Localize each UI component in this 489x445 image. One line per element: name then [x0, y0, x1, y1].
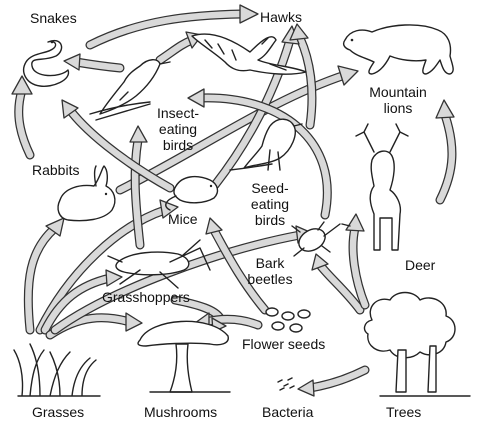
head-mice-from-seeds [205, 217, 223, 235]
head-insect-birds-from-grasshoppers [129, 125, 148, 143]
head-snakes-from-rabbits [11, 75, 33, 95]
head-lions-from-rabbits [337, 65, 359, 86]
head-mushrooms-from-grasses [125, 312, 143, 332]
snake-icon [22, 39, 70, 87]
insect-eating-bird-icon [89, 59, 171, 121]
label-snakes: Snakes [30, 10, 77, 26]
label-grasses: Grasses [32, 404, 84, 420]
head-bacteria-from-trees [297, 379, 315, 397]
label-rabbits: Rabbits [32, 162, 79, 178]
head-snakes-from-mice [61, 99, 79, 119]
flower-seeds-icon [265, 307, 311, 333]
label-mountain-lions-line1: Mountain [369, 84, 427, 100]
label-insect-birds-line1: Insect- [157, 105, 199, 121]
label-seed-birds-line1: Seed- [251, 180, 289, 196]
label-insect-birds-line3: birds [163, 137, 193, 153]
grasshopper-icon [107, 239, 211, 289]
label-bacteria: Bacteria [262, 404, 314, 420]
label-mountain-lions-line2: lions [384, 100, 413, 116]
label-seed-birds-line2: eating [251, 196, 289, 212]
bark-beetle-icon [291, 221, 351, 257]
hawk-icon [191, 33, 307, 75]
label-bark-beetles-line1: Bark [256, 255, 286, 271]
head-grasshoppers-from-grasses [105, 269, 123, 287]
head-lions-from-deer [435, 99, 455, 119]
label-insect-birds-line2: eating [159, 121, 197, 137]
head-beetles-from-trees [311, 253, 329, 271]
energy-flow-arrows [11, 4, 457, 397]
label-hawks: Hawks [260, 9, 302, 25]
bacteria-icon [277, 377, 295, 391]
label-seed-birds-line3: birds [255, 212, 285, 228]
seed-eating-bird-icon [229, 118, 303, 171]
head-rabbits-from-grasses [45, 217, 65, 237]
head-insect-birds-from-beetles [187, 88, 205, 108]
head-hawks-from-seed-birds [289, 23, 309, 41]
mouse-icon [165, 175, 219, 211]
head-deer-from-trees [345, 213, 365, 232]
mushroom-icon [137, 320, 231, 393]
grasses-icon [13, 343, 101, 397]
label-mice: Mice [168, 211, 198, 227]
label-flower-seeds: Flower seeds [242, 336, 325, 352]
label-grasshoppers: Grasshoppers [102, 289, 190, 305]
trees-icon [363, 291, 471, 397]
deer-icon [355, 123, 409, 251]
label-trees: Trees [386, 404, 421, 420]
label-deer: Deer [405, 257, 436, 273]
rabbit-icon [57, 165, 116, 222]
mountain-lion-icon [342, 24, 454, 75]
head-hawks-from-snakes [239, 4, 259, 24]
head-snakes-from-birds [63, 53, 81, 71]
label-bark-beetles-line2: beetles [247, 271, 292, 287]
organism-labels: Snakes Hawks Mountain lions Insect- eati… [30, 9, 436, 420]
label-mushrooms: Mushrooms [144, 404, 217, 420]
